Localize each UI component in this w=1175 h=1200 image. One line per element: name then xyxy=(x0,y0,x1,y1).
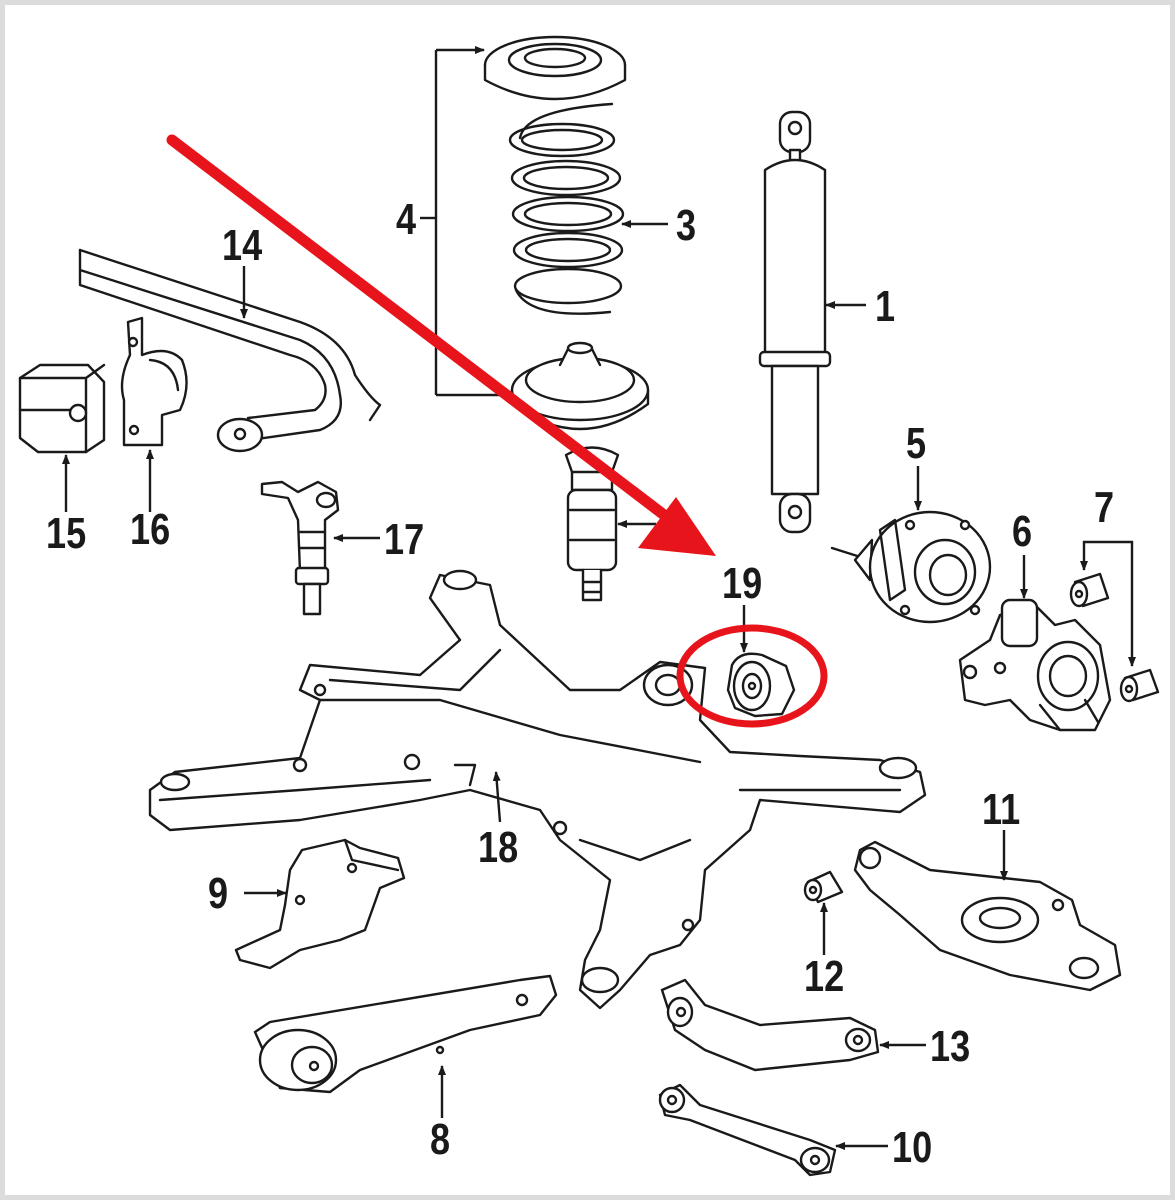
highlight-annotation xyxy=(166,134,828,728)
callout-9: 9 xyxy=(208,869,229,918)
crossmember-bushing xyxy=(728,654,794,716)
callout-7: 7 xyxy=(1094,483,1115,532)
shock-absorber xyxy=(760,112,830,532)
callout-16: 16 xyxy=(130,505,171,554)
stabilizer-link xyxy=(262,482,338,614)
steering-knuckle xyxy=(960,600,1110,730)
upper-spring-seat xyxy=(485,37,625,99)
callout-14: 14 xyxy=(222,221,263,270)
lower-spring-seat xyxy=(512,343,648,429)
callout-6: 6 xyxy=(1012,507,1033,556)
lower-control-arm xyxy=(855,842,1120,990)
callout-10: 10 xyxy=(892,1123,933,1172)
bushing-upper xyxy=(1071,574,1108,606)
bracket-9 xyxy=(236,840,404,968)
arm-bushing xyxy=(805,872,842,902)
callout-1: 1 xyxy=(875,282,896,331)
trailing-arm xyxy=(255,976,556,1092)
callout-17: 17 xyxy=(384,515,425,564)
toe-link xyxy=(662,980,878,1070)
leader-7a xyxy=(1080,540,1106,571)
wheel-hub-bearing xyxy=(832,512,990,622)
stabilizer-bracket xyxy=(122,318,187,445)
callout-15: 15 xyxy=(46,509,87,558)
coil-spring xyxy=(510,104,623,314)
callout-13: 13 xyxy=(930,1022,971,1071)
red-arrow-shaft xyxy=(166,134,674,524)
red-circle-highlight xyxy=(676,624,828,728)
callout-8: 8 xyxy=(430,1115,451,1164)
stabilizer-bar xyxy=(80,250,380,451)
callout-11: 11 xyxy=(982,785,1021,834)
red-arrow-head xyxy=(638,497,716,556)
callout-18: 18 xyxy=(478,823,519,872)
leader-18 xyxy=(492,771,502,823)
callout-5: 5 xyxy=(906,419,927,468)
stabilizer-bushing xyxy=(20,365,104,452)
callout-4: 4 xyxy=(396,195,417,244)
callout-3: 3 xyxy=(676,201,697,250)
leader-7b xyxy=(1106,540,1136,667)
callout-12: 12 xyxy=(804,952,845,1001)
lateral-link xyxy=(660,1085,835,1175)
bushing-lower xyxy=(1121,670,1158,701)
callout-19: 19 xyxy=(722,559,763,608)
